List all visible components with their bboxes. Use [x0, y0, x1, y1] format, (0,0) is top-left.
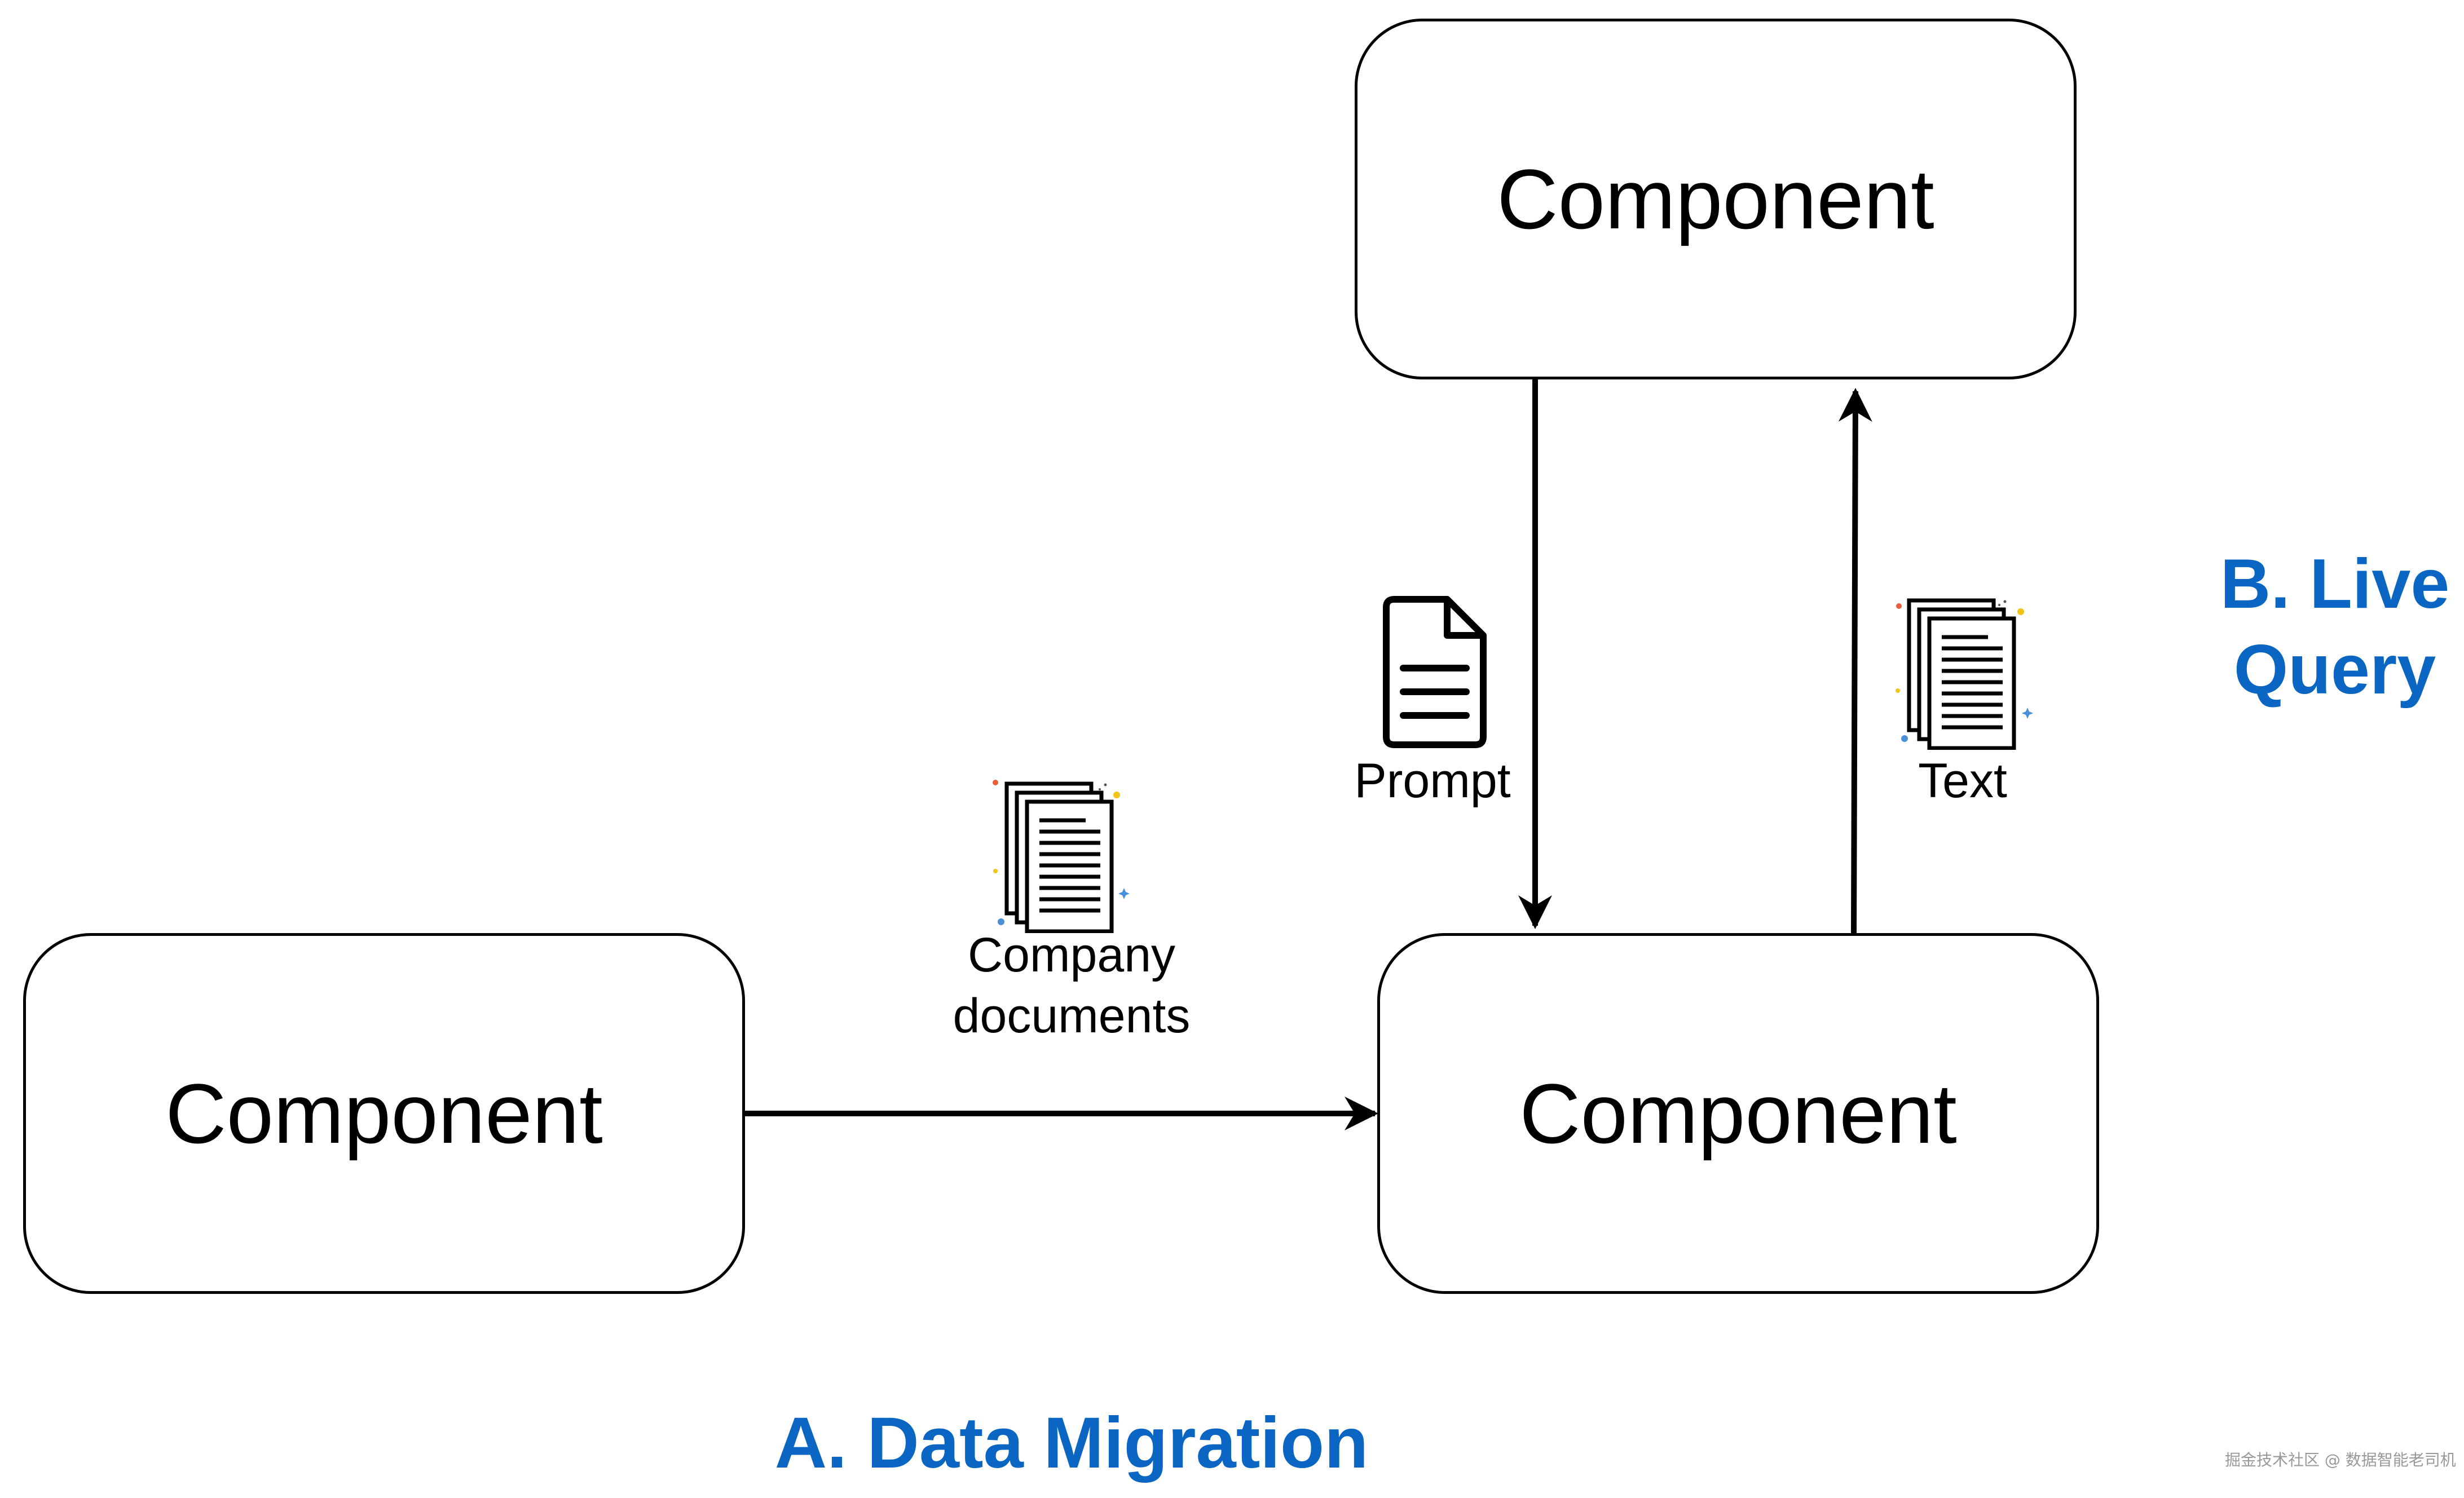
- live-query-text: B. Live Query: [2220, 545, 2450, 709]
- data-migration-text: A. Data Migration: [774, 1403, 1369, 1483]
- arrow-right-to-top: [1838, 388, 1872, 934]
- document-stack-icon: [993, 780, 1130, 933]
- document-stack-icon-text: [1896, 598, 2033, 750]
- document-icon: [1383, 596, 1487, 748]
- section-label-live-query: B. Live Query: [2177, 541, 2464, 713]
- company-documents-label: Company documents: [891, 925, 1252, 1046]
- section-label-data-migration: A. Data Migration: [733, 1401, 1410, 1486]
- component-box-right[interactable]: Component: [1377, 933, 2099, 1294]
- watermark: 掘金技术社区 @ 数据智能老司机: [2225, 1448, 2456, 1470]
- component-box-top[interactable]: Component: [1355, 19, 2077, 379]
- text-edge-text: Text: [1918, 754, 2007, 808]
- watermark-text: 掘金技术社区 @ 数据智能老司机: [2225, 1451, 2456, 1469]
- prompt-text: Prompt: [1354, 754, 1511, 808]
- text-label: Text: [1850, 753, 2075, 809]
- company-documents-text: Company documents: [953, 928, 1191, 1043]
- component-box-left[interactable]: Component: [23, 933, 745, 1294]
- component-label-left: Component: [165, 1066, 603, 1161]
- component-label-right: Component: [1519, 1066, 1957, 1161]
- component-label-top: Component: [1497, 151, 1934, 246]
- prompt-label: Prompt: [1320, 753, 1545, 809]
